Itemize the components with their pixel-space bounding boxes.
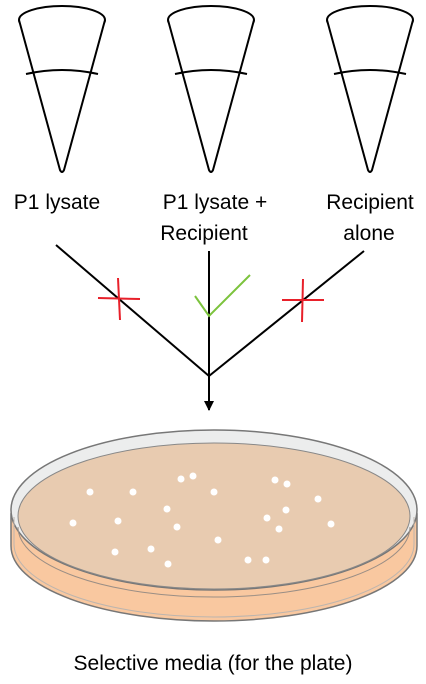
- colony: [283, 480, 291, 488]
- red-x-mark-tube-3: [282, 278, 324, 323]
- colony: [244, 556, 252, 564]
- colony: [314, 495, 322, 503]
- label-tube-3-line-2: alone: [343, 222, 394, 245]
- colony: [173, 523, 181, 531]
- tube-p1-lysate-recipient: [167, 5, 255, 173]
- colonies: [69, 472, 335, 568]
- colony: [275, 525, 283, 533]
- label-tube-2-line-1: P1 lysate +: [163, 191, 267, 214]
- colony: [271, 476, 279, 484]
- colony: [177, 475, 185, 483]
- colony: [282, 506, 290, 514]
- tube-recipient-alone: [326, 5, 414, 173]
- line-from-tube-1: [55, 244, 210, 377]
- colony: [263, 514, 271, 522]
- colony: [163, 505, 171, 513]
- red-x-mark-tube-1: [97, 277, 141, 321]
- colony: [114, 517, 122, 525]
- plate-caption: Selective media (for the plate): [74, 652, 353, 675]
- tube-liquid-level: [174, 69, 248, 75]
- label-tube-3-line-1: Recipient: [326, 191, 414, 214]
- label-tube-1-line-1: P1 lysate: [14, 191, 100, 214]
- colony: [327, 520, 335, 528]
- convergence-lines: [55, 244, 365, 411]
- green-check-mark: [194, 274, 251, 318]
- tube-liquid-level: [25, 69, 99, 75]
- colony: [210, 488, 218, 496]
- colony: [164, 560, 172, 568]
- colony: [147, 545, 155, 553]
- colony: [86, 488, 94, 496]
- colony: [129, 488, 137, 496]
- colony: [214, 536, 222, 544]
- colony: [189, 472, 197, 480]
- colony: [69, 519, 77, 527]
- selective-media: [17, 442, 411, 590]
- colony: [262, 556, 270, 564]
- tube-p1-lysate: [18, 5, 106, 173]
- colony: [111, 548, 119, 556]
- tube-liquid-level: [333, 69, 407, 75]
- line-from-tube-3: [208, 250, 365, 377]
- label-tube-2-line-2: Recipient: [160, 222, 248, 245]
- petri-dish: [10, 429, 418, 622]
